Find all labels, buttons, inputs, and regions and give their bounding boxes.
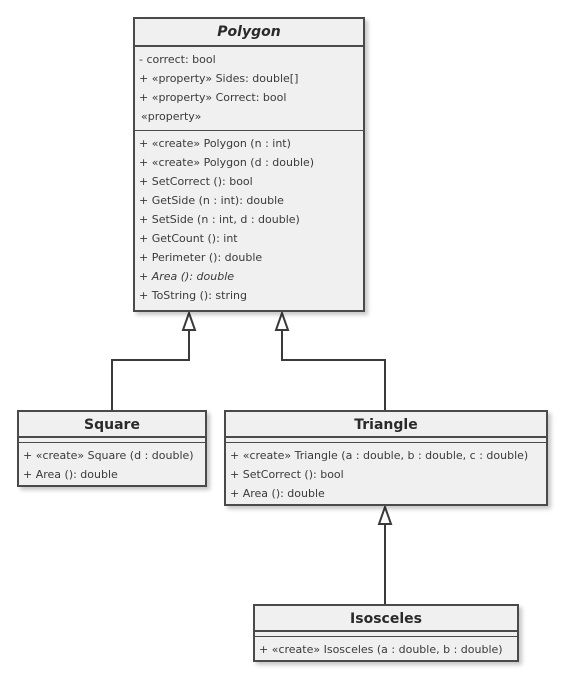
- generalization-arrowhead-triangle: [377, 503, 393, 525]
- class-name: Isosceles: [255, 606, 517, 632]
- class-name: Triangle: [226, 412, 546, 438]
- attributes-section: [19, 438, 205, 443]
- operations-section: + «create» Isosceles (a : double, b : do…: [255, 637, 517, 661]
- attributes-section: [255, 632, 517, 637]
- generalization-arrowhead-polygon-right: [274, 309, 290, 331]
- generalization-triangle-polygon: [281, 330, 386, 410]
- attribute: + «property» Sides: double[]: [139, 72, 299, 85]
- operation: + SetSide (n : int, d : double): [139, 213, 300, 226]
- operation-abstract: + Area (): double: [139, 270, 235, 283]
- operation: + SetCorrect (): bool: [230, 468, 344, 481]
- class-square[interactable]: Square + «create» Square (d : double) + …: [17, 410, 207, 487]
- operation: + Area (): double: [230, 487, 325, 500]
- operation: + «create» Isosceles (a : double, b : do…: [259, 643, 503, 656]
- attribute: - correct: bool: [139, 53, 216, 66]
- class-name: Polygon: [135, 19, 363, 47]
- operations-section: + «create» Triangle (a : double, b : dou…: [226, 443, 546, 505]
- attributes-section: [226, 438, 546, 443]
- operation: + GetSide (n : int): double: [139, 194, 284, 207]
- operation: + Area (): double: [23, 468, 118, 481]
- operation: + SetCorrect (): bool: [139, 175, 253, 188]
- attribute: «property»: [141, 110, 202, 123]
- operation: + Perimeter (): double: [139, 251, 263, 264]
- class-triangle[interactable]: Triangle + «create» Triangle (a : double…: [224, 410, 548, 506]
- generalization-arrowhead-polygon-left: [181, 309, 197, 331]
- operations-section: + «create» Square (d : double) + Area ()…: [19, 443, 205, 486]
- class-name: Square: [19, 412, 205, 438]
- operations-section: + «create» Polygon (n : int) + «create» …: [135, 131, 363, 307]
- class-polygon[interactable]: Polygon - correct: bool + «property» Sid…: [133, 17, 365, 312]
- operation: + ToString (): string: [139, 289, 247, 302]
- operation: + «create» Triangle (a : double, b : dou…: [230, 449, 529, 462]
- operation: + «create» Polygon (d : double): [139, 156, 315, 169]
- operation: + «create» Square (d : double): [23, 449, 194, 462]
- attributes-section: - correct: bool + «property» Sides: doub…: [135, 47, 363, 131]
- attribute: + «property» Correct: bool: [139, 91, 287, 104]
- class-isosceles[interactable]: Isosceles + «create» Isosceles (a : doub…: [253, 604, 519, 662]
- generalization-square-polygon: [111, 330, 190, 410]
- operation: + GetCount (): int: [139, 232, 238, 245]
- operation: + «create» Polygon (n : int): [139, 137, 291, 150]
